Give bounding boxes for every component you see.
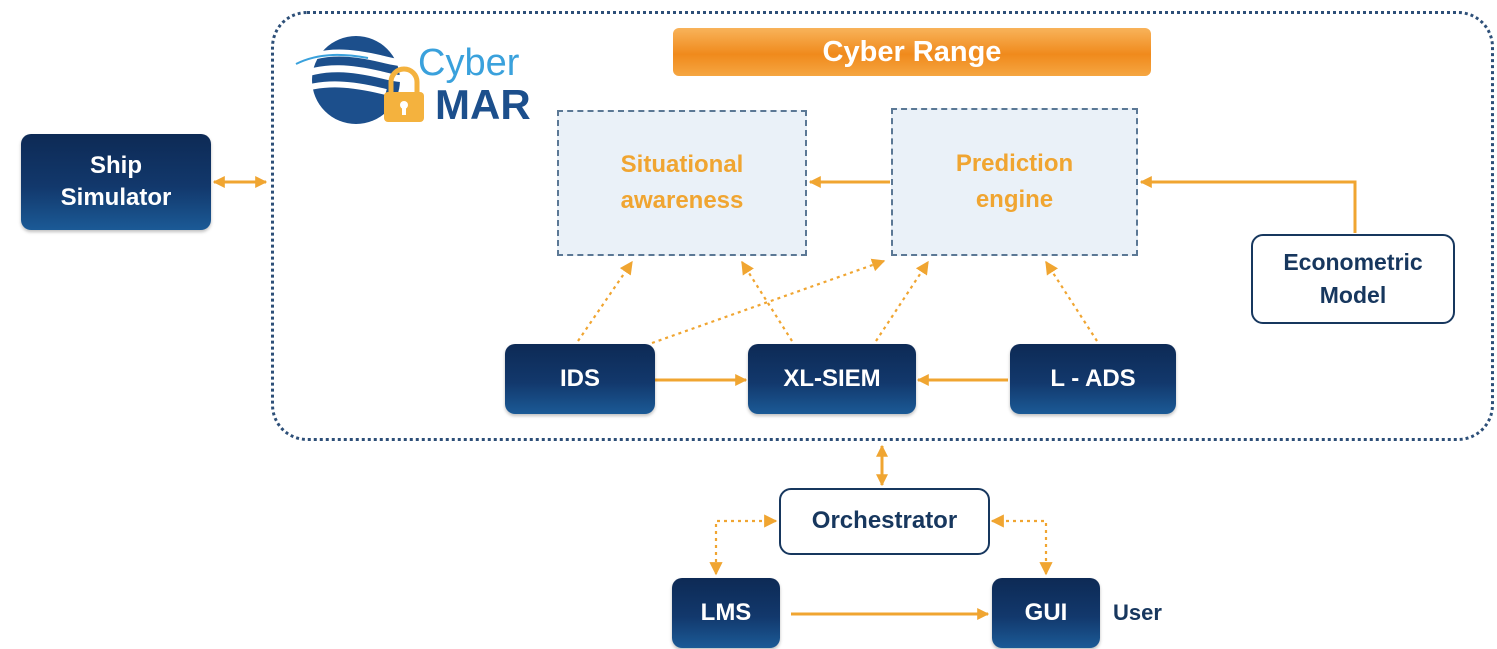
ids-to-prediction-dotted-arrow [651,258,886,345]
prediction-engine-box: Prediction engine [891,108,1138,256]
econometric-to-prediction-arrow [1139,176,1357,233]
lads-to-prediction-dotted-arrow [1045,260,1098,342]
padlock-wave-icon [292,36,426,124]
orchestrator-gui-dotted-arrow [990,514,1053,576]
gui-box: GUI [992,578,1100,648]
situational-awareness-box: Situational awareness [557,110,807,256]
ship-simulator-box: Ship Simulator [21,134,211,230]
cyber-range-container [271,11,1494,441]
xlsiem-to-prediction-dotted-arrow [875,260,929,342]
cybermar-logo: Cyber MAR [290,26,540,128]
orchestrator-box: Orchestrator [779,488,990,555]
ids-box: IDS [505,344,655,414]
user-label: User [1113,600,1162,625]
logo-cyber-text: Cyber [418,42,520,84]
xl-siem-box: XL-SIEM [748,344,916,414]
lms-box: LMS [672,578,780,648]
cyber-range-title: Cyber Range [673,28,1151,76]
econometric-model-box: Econometric Model [1251,234,1455,324]
logo-mar-text: MAR [435,81,531,128]
xlsiem-to-situational-dotted-arrow [741,260,793,342]
orchestrator-lms-dotted-arrow [709,514,778,576]
ids-to-situational-dotted-arrow [577,260,633,342]
l-ads-box: L - ADS [1010,344,1176,414]
